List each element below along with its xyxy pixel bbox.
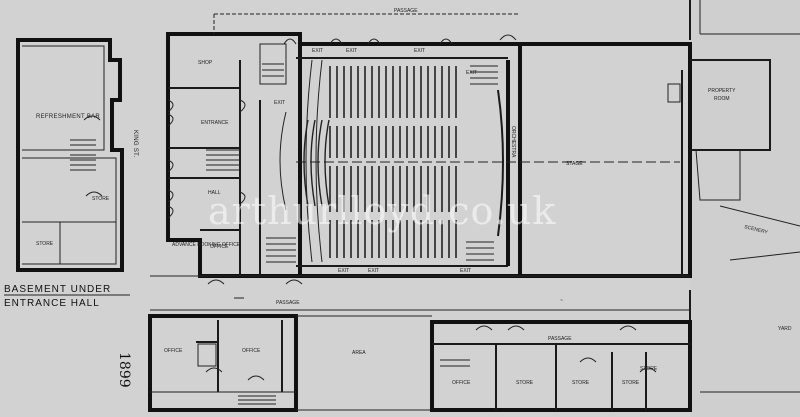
orchestra-pit [466, 60, 510, 266]
label-exit-right: EXIT [466, 70, 477, 76]
label-exit-bottom-1: EXIT [338, 268, 349, 274]
label-hall: HALL [208, 190, 221, 196]
exit-doors-top [283, 34, 517, 45]
label-store-2: STORE [572, 380, 590, 386]
area-boundary [296, 315, 432, 411]
lower-right-building [430, 320, 692, 412]
label-office-1: OFFICE [164, 348, 183, 354]
label-passage-lower: PASSAGE [548, 336, 572, 342]
label-basement-1: BASEMENT UNDER [4, 284, 111, 295]
label-exit-top-1: EXIT [312, 48, 323, 54]
label-basement-2: ENTRANCE HALL [4, 298, 100, 309]
label-king-st: KING ST. [132, 130, 138, 157]
label-exit-bottom-2: EXIT [368, 268, 379, 274]
watermark: arthurlloyd.co.uk [208, 189, 556, 233]
label-exit-top-3: EXIT [414, 48, 425, 54]
passage-middle [150, 275, 690, 311]
label-advance-booking: ADVANCE BOOKING OFFICE [172, 242, 241, 248]
label-exit-top-2: EXIT [346, 48, 357, 54]
label-passage-middle: PASSAGE [276, 300, 300, 306]
label-yard: YARD [778, 326, 792, 332]
label-area: AREA [352, 350, 366, 356]
label-store-1: STORE [516, 380, 534, 386]
label-passage-top: PASSAGE [394, 8, 418, 14]
label-store-3: STORE [622, 380, 640, 386]
label-passage-scrawl: ~ [560, 298, 563, 304]
label-store-left-1: STORE [92, 196, 110, 202]
label-orchestra: ORCHESTRA [510, 126, 516, 158]
paper-edge-right [690, 0, 800, 417]
label-shop: SHOP [198, 60, 213, 66]
label-property-room-2: ROOM [714, 96, 730, 102]
label-office-2: OFFICE [242, 348, 261, 354]
label-office-entrance: OFFICE [210, 244, 229, 250]
left-building [16, 38, 124, 272]
label-office-3: OFFICE [452, 380, 471, 386]
scenery-area [719, 205, 800, 261]
basement-note: BASEMENT UNDER ENTRANCE HALL [4, 284, 130, 309]
label-exit-left: EXIT [274, 100, 285, 106]
label-stage: STAGE [566, 161, 583, 167]
label-scenery: SCENERY [744, 224, 769, 236]
label-exit-bottom-3: EXIT [460, 268, 471, 274]
label-entrance: ENTRANCE [201, 120, 229, 126]
label-year: 1899 [116, 352, 132, 388]
property-room [689, 0, 800, 201]
label-refreshment-bar: REFRESHMENT BAR [36, 114, 100, 120]
label-store-4: STORE [640, 366, 658, 372]
label-store-left-2: STORE [36, 241, 54, 247]
label-property-room-1: PROPERTY [708, 88, 736, 94]
